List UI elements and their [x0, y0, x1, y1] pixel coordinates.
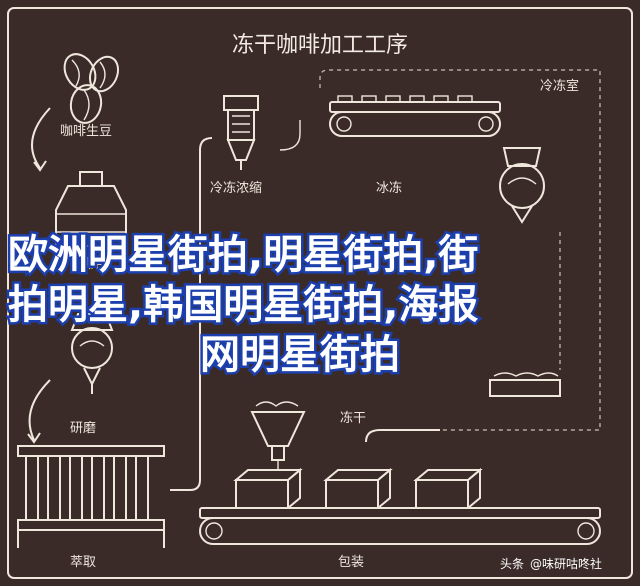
label-roast: 烘焙	[78, 257, 104, 272]
label-extract: 萃取	[70, 555, 96, 570]
arrow-grind-to-extract	[28, 379, 51, 441]
grinder-icon	[70, 313, 114, 394]
roaster-icon	[55, 171, 127, 259]
freeze-dryer-tray-icon	[489, 372, 561, 397]
diagram-title: 冻干咖啡加工工序	[232, 33, 408, 58]
outer-frame	[7, 7, 633, 579]
package-conveyor-icon	[199, 507, 601, 545]
label-freeze-concentrate: 冷冻浓缩	[210, 180, 262, 196]
cold-grinder-icon	[499, 147, 545, 224]
package-boxes-icon	[233, 467, 483, 509]
cold-room-frame	[319, 69, 601, 431]
overlay-line-3: 网明星街拍	[200, 332, 400, 378]
watermark-source: 头条	[500, 557, 524, 571]
connector-extract-to-concentrate	[170, 137, 213, 491]
label-package: 包装	[338, 555, 364, 570]
freeze-concentrate-icon	[223, 95, 259, 170]
label-freeze-dry: 冻干	[340, 410, 366, 426]
watermark-account: @味研咕咚社	[530, 556, 602, 571]
overlay-line-1: 欧洲明星街拍,明星街拍,街	[8, 232, 478, 278]
label-cold-room: 冷冻室	[540, 78, 579, 94]
freeze-conveyor-icon	[329, 95, 501, 137]
arrow-beans-to-roast	[31, 107, 51, 169]
extractor-icon	[17, 445, 165, 548]
watermark: 头条 @味研咕咚社	[500, 556, 602, 571]
label-coffee-beans: 咖啡生豆	[60, 124, 112, 139]
coffee-beans-icon	[63, 53, 120, 124]
hopper-icon	[250, 401, 306, 470]
label-grind: 研磨	[70, 421, 96, 436]
label-freeze: 冰冻	[376, 180, 402, 196]
overlay-line-2: 拍明星,韩国明星街拍,海报	[8, 282, 478, 328]
